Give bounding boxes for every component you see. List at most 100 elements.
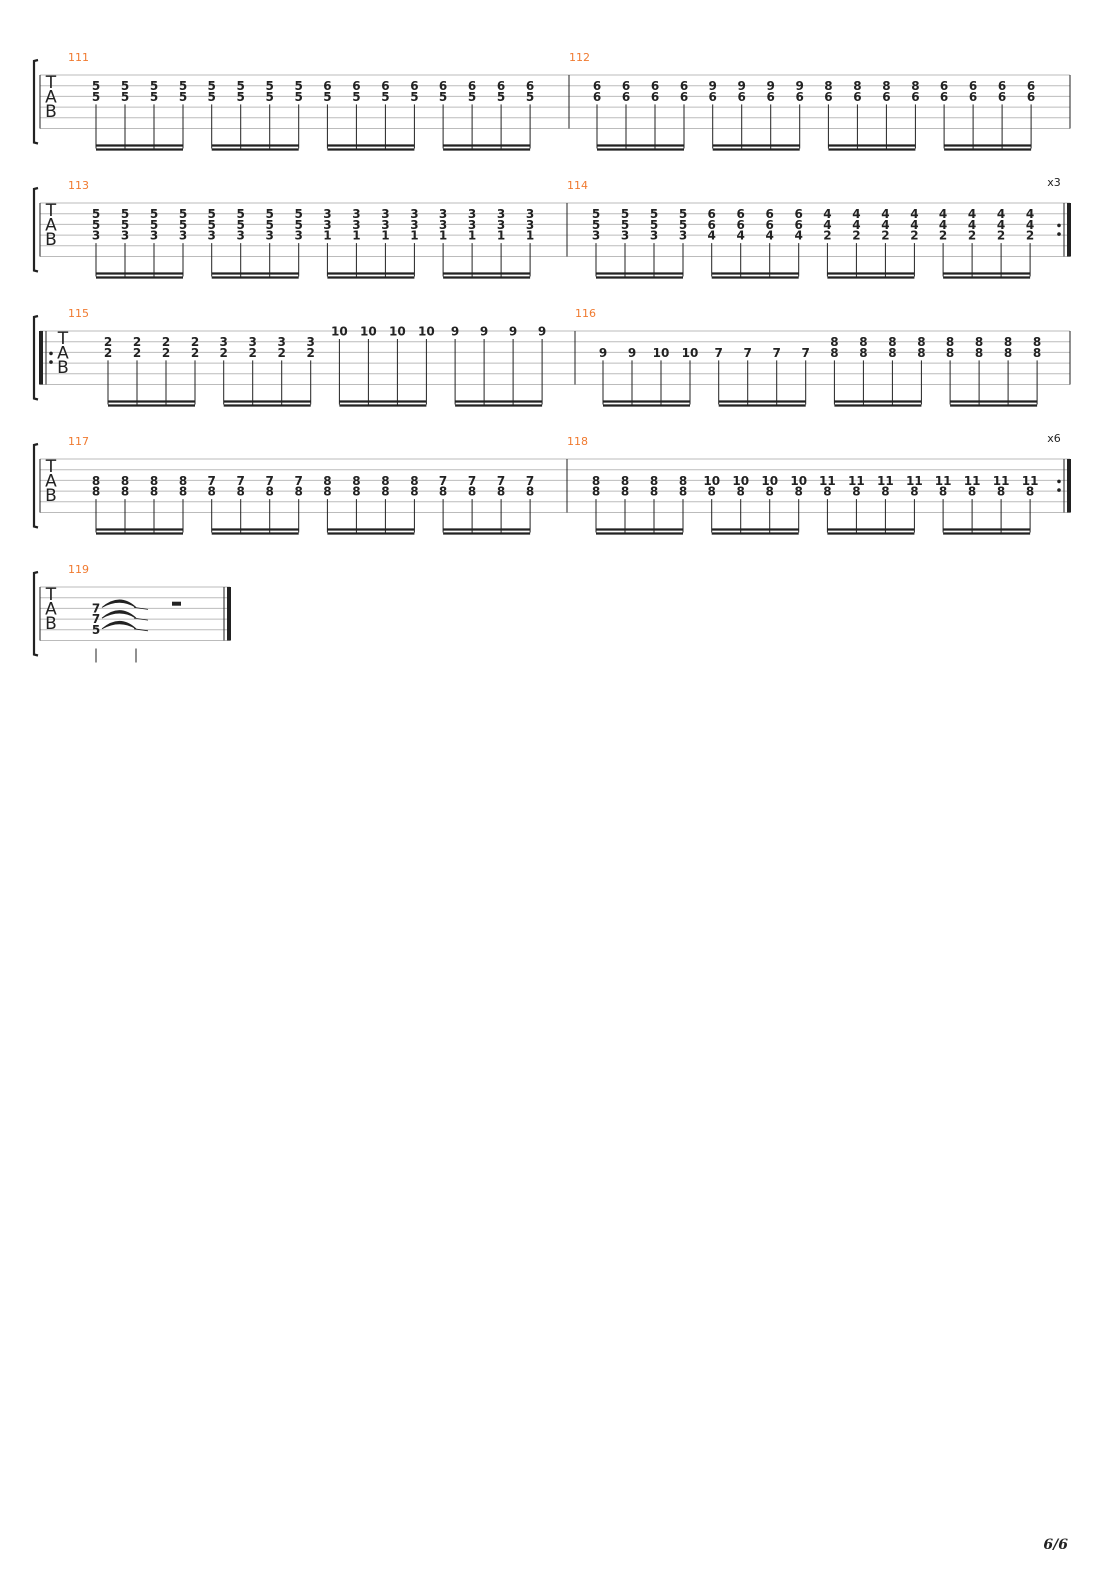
fret-number: 7 [802,346,810,360]
fret-number: 11 [877,474,894,488]
fret-number: 9 [538,325,546,339]
tab-clef-letter: T [45,201,57,221]
fret-number: 5 [468,90,476,104]
fret-number: 10 [331,325,348,339]
page-number: 6/6 [1043,1537,1068,1553]
fret-number: 4 [852,218,860,232]
fret-number: 8 [946,335,954,349]
measure-number: 116 [575,307,596,320]
fret-number: 2 [278,346,286,360]
fret-number: 6 [882,90,890,104]
fret-number: 6 [526,79,534,93]
fret-number: 7 [92,612,100,626]
fret-number: 5 [410,90,418,104]
fret-number: 3 [121,229,129,243]
fret-number: 5 [237,218,245,232]
fret-number: 3 [237,229,245,243]
fret-number: 2 [997,229,1005,243]
fret-number: 5 [650,218,658,232]
fret-number: 3 [526,218,534,232]
fret-number: 5 [266,207,274,221]
measure-number: 118 [567,435,588,448]
fret-number: 10 [732,474,749,488]
fret-number: 4 [766,229,774,243]
fret-number: 3 [497,218,505,232]
fret-number: 3 [307,335,315,349]
fret-number: 2 [881,229,889,243]
fret-number: 9 [738,79,746,93]
fret-number: 5 [497,90,505,104]
fret-number: 8 [323,474,331,488]
fret-number: 8 [679,485,687,499]
fret-number: 5 [266,90,274,104]
fret-number: 5 [92,79,100,93]
fret-number: 5 [295,79,303,93]
fret-number: 2 [133,335,141,349]
measure-number: 115 [68,307,89,320]
fret-number: 3 [381,207,389,221]
repeat-dot [1057,479,1061,484]
fret-number: 6 [766,218,774,232]
fret-number: 3 [278,335,286,349]
tab-clef-letter: A [45,472,57,492]
fret-number: 3 [295,229,303,243]
fret-number: 3 [439,207,447,221]
fret-number: 3 [468,218,476,232]
fret-number: 6 [767,90,775,104]
fret-number: 8 [824,79,832,93]
fret-number: 5 [179,90,187,104]
fret-number: 6 [795,218,803,232]
fret-number: 8 [237,485,245,499]
fret-number: 3 [323,207,331,221]
tie-curve [101,610,137,619]
tie-tail [133,617,149,621]
fret-number: 7 [266,474,274,488]
tab-clef-letter: A [57,344,69,364]
repeat-count: x3 [1047,176,1061,189]
fret-number: 6 [497,79,505,93]
fret-number: 8 [679,474,687,488]
fret-number: 5 [92,90,100,104]
fret-number: 1 [439,229,447,243]
fret-number: 8 [708,485,716,499]
fret-number: 8 [968,485,976,499]
fret-number: 4 [997,218,1005,232]
fret-number: 8 [795,485,803,499]
fret-number: 5 [150,218,158,232]
fret-number: 9 [767,79,775,93]
fret-number: 2 [968,229,976,243]
fret-number: 2 [104,335,112,349]
fret-number: 5 [150,79,158,93]
fret-number: 4 [881,207,889,221]
fret-number: 10 [389,325,406,339]
fret-number: 8 [917,346,925,360]
fret-number: 11 [935,474,952,488]
fret-number: 6 [853,90,861,104]
fret-number: 11 [819,474,836,488]
fret-number: 5 [92,218,100,232]
fret-number: 8 [946,346,954,360]
fret-number: 8 [650,474,658,488]
fret-number: 8 [1033,335,1041,349]
fret-number: 5 [266,79,274,93]
fret-number: 4 [939,207,947,221]
fret-number: 5 [121,218,129,232]
fret-number: 8 [323,485,331,499]
fret-number: 11 [993,474,1010,488]
fret-number: 3 [497,207,505,221]
fret-number: 5 [179,207,187,221]
fret-number: 9 [709,79,717,93]
fret-number: 7 [497,474,505,488]
fret-number: 8 [439,485,447,499]
fret-number: 5 [121,207,129,221]
fret-number: 8 [737,485,745,499]
fret-number: 8 [150,474,158,488]
tab-clef-letter: T [45,73,57,93]
tab-clef-letter: B [57,358,69,378]
fret-number: 2 [220,346,228,360]
fret-number: 2 [307,346,315,360]
fret-number: 6 [651,90,659,104]
fret-number: 8 [975,346,983,360]
fret-number: 6 [738,90,746,104]
fret-number: 8 [882,79,890,93]
